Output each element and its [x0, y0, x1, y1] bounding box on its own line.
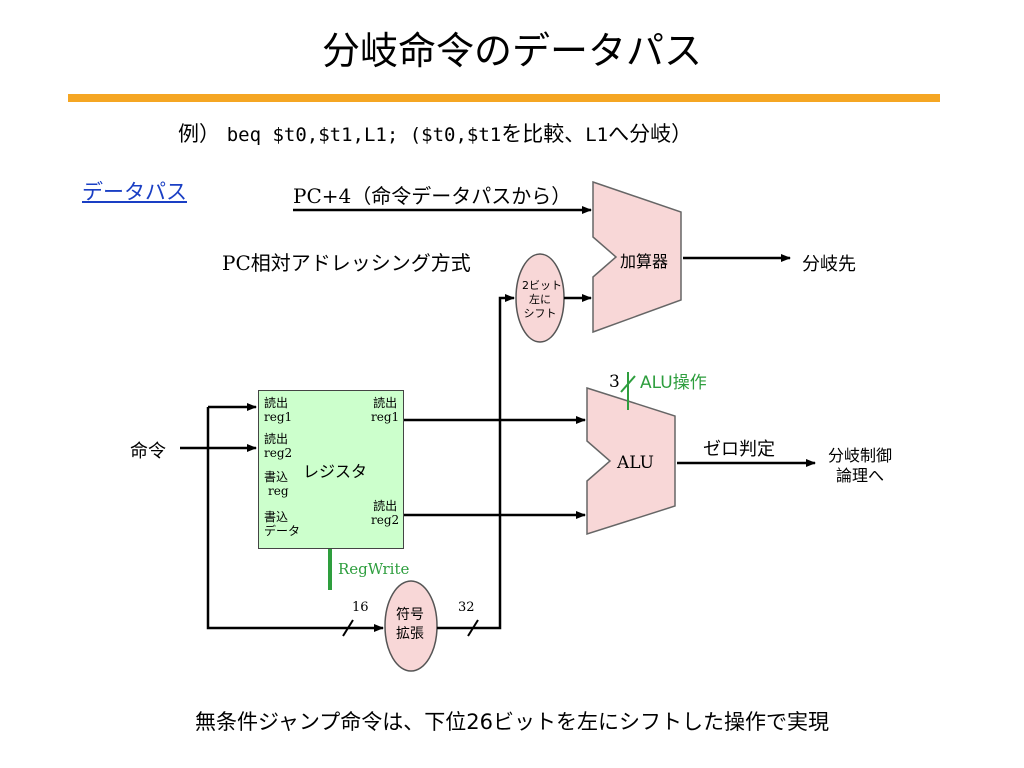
zero-check-label: ゼロ判定 — [703, 439, 775, 460]
adder-unit — [592, 180, 682, 334]
branch-control-label: 分岐制御 論理へ — [828, 446, 893, 485]
alu-op-count: 3 — [609, 372, 620, 392]
alu-unit — [586, 386, 676, 536]
read-reg2-port: 読出 reg2 — [264, 432, 293, 460]
read-data1-port: 読出 reg1 — [371, 396, 400, 424]
bus-width-out: 32 — [458, 600, 475, 615]
register-file-title: レジスタ — [303, 462, 368, 481]
pc4-label: PC+4（命令データパスから） — [293, 184, 572, 208]
page-title: 分岐命令のデータパス — [321, 29, 702, 73]
bus-width-mark-32 — [467, 619, 479, 637]
alu-op-label: ALU操作 — [640, 373, 707, 393]
footer-note: 無条件ジャンプ命令は、下位26ビットを左にシフトした操作で実現 — [194, 710, 830, 734]
read-reg1-port: 読出 reg1 — [264, 396, 293, 424]
pc-relative-label: PC相対アドレッシング方式 — [222, 251, 471, 275]
wire-instruction-bus — [206, 407, 384, 632]
adder-label: 加算器 — [620, 252, 669, 271]
example-label: L1 — [585, 124, 609, 146]
example-suffix: へ分岐） — [608, 122, 693, 146]
regwrite-label: RegWrite — [338, 560, 410, 578]
example-line: 例） beq $t0,$t1,L1; ($t0,$t1を比較、L1へ分岐） — [178, 118, 692, 148]
sign-extend-unit — [384, 580, 438, 672]
example-mid: を比較、 — [501, 122, 586, 146]
datapath-link[interactable]: データパス — [82, 180, 187, 204]
example-prefix: 例） — [178, 122, 220, 146]
shift-left-2-label: 2ビット 左に シフト — [522, 279, 562, 320]
alu-op-width-mark — [620, 375, 636, 393]
read-data2-port: 読出 reg2 — [371, 499, 400, 527]
title-divider — [68, 94, 940, 102]
branch-target-label: 分岐先 — [802, 254, 856, 275]
wire-sign-extend-shift — [437, 294, 515, 630]
sign-extend-label: 符号 拡張 — [396, 607, 424, 642]
register-file: 読出 reg1 読出 reg2 書込 reg 書込 データ レジスタ 読出 re… — [258, 390, 404, 549]
write-data-port: 書込 データ — [264, 510, 301, 538]
instruction-label: 命令 — [130, 441, 166, 462]
write-reg-port: 書込 reg — [264, 470, 289, 498]
bus-width-mark-16 — [342, 619, 354, 637]
bus-width-in: 16 — [352, 600, 369, 615]
example-code: beq $t0,$t1,L1; ($t0,$t1 — [226, 124, 502, 146]
alu-label: ALU — [617, 453, 654, 473]
